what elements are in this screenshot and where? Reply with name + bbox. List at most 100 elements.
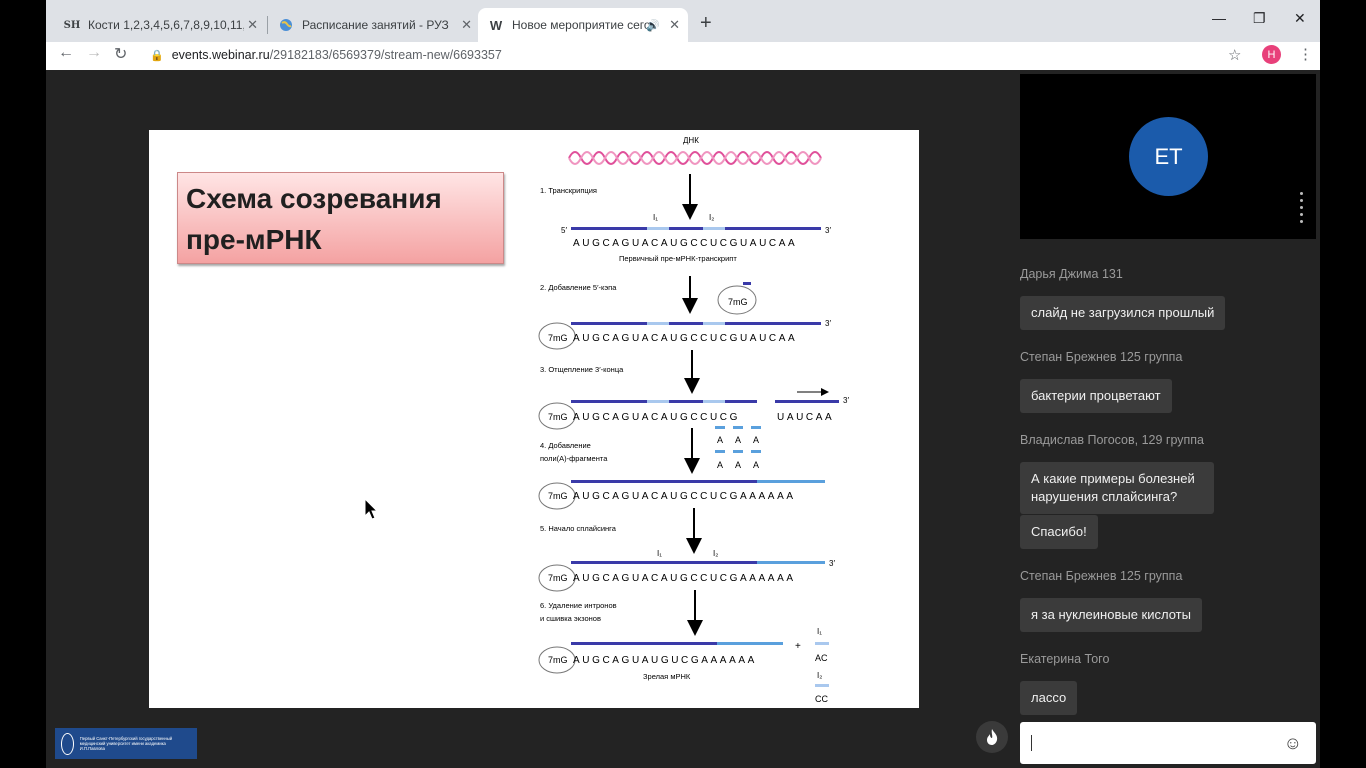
browser-window: SH Кости 1,2,3,4,5,6,7,8,9,10,11,12 се ✕… <box>46 0 1320 768</box>
intron2-label: I₂ <box>709 213 714 222</box>
dna-label: ДНК <box>683 136 699 145</box>
cap-label: 7mG <box>548 491 568 501</box>
lock-icon: 🔒 <box>150 49 164 62</box>
emoji-icon[interactable]: ☺ <box>1283 733 1302 753</box>
presentation-stage: Схема созревания пре-мРНК ДНК <box>46 70 1018 768</box>
rna-strand <box>571 480 757 483</box>
chat-input[interactable]: ☺ <box>1020 722 1316 764</box>
profile-avatar[interactable]: H <box>1262 45 1281 64</box>
forward-button[interactable]: → <box>86 44 102 61</box>
cleaved-tail-sequence: UAUCAA <box>777 412 834 423</box>
url-path: /29182183/6569379/stream-new/6693357 <box>269 48 502 62</box>
message-bubble: А какие примеры болезней нарушения сплай… <box>1020 462 1214 514</box>
step6-label-line2: и сшивка экзонов <box>540 614 601 623</box>
intron1-segment <box>647 400 669 403</box>
speaker-icon[interactable]: 🔊 <box>646 19 660 32</box>
cap-label: 7mG <box>548 333 568 343</box>
removed-intron1-bar <box>815 642 829 645</box>
text-caret <box>1031 735 1032 751</box>
step3-label: 3. Отщепление 3′-конца <box>540 365 624 374</box>
video-menu-icon[interactable] <box>1300 192 1304 227</box>
poly-a-letters: A A A A A A <box>717 435 759 470</box>
polyadenylated-sequence: AUGCAGUACAUGCCUCGAAAAAA <box>573 491 796 502</box>
back-button[interactable]: ← <box>58 44 74 61</box>
tab-bones[interactable]: SH Кости 1,2,3,4,5,6,7,8,9,10,11,12 се ✕ <box>54 8 266 42</box>
step4-label-line1: 4. Добавление <box>540 441 591 450</box>
cap-loop <box>538 482 576 510</box>
cap-loop <box>538 402 576 430</box>
tab-bar: SH Кости 1,2,3,4,5,6,7,8,9,10,11,12 се ✕… <box>46 0 1320 42</box>
message-bubble: Спасибо! <box>1020 515 1098 549</box>
reaction-button[interactable] <box>976 721 1008 753</box>
step4-label-line2: поли(А)-фрагмента <box>540 454 608 463</box>
cap-label: 7mG <box>548 412 568 422</box>
tab-webinar[interactable]: W Новое мероприятие сегодн 🔊 ✕ <box>478 8 688 42</box>
cap-label-free: 7mG <box>728 297 748 307</box>
intron1-label: I₁ <box>653 213 658 222</box>
removed-intron1-label: I₁ <box>817 627 822 636</box>
poly-a-bars <box>715 426 761 453</box>
reload-button[interactable]: ↻ <box>114 46 128 63</box>
cap-label: 7mG <box>548 655 568 665</box>
webinar-favicon-icon: W <box>489 17 503 33</box>
intron1-segment <box>647 227 669 230</box>
a-letter: A <box>717 435 723 445</box>
cap-loop <box>538 322 576 350</box>
close-icon[interactable]: ✕ <box>461 17 472 32</box>
url-host: events.webinar.ru <box>171 48 270 62</box>
message-author: Степан Брежнев 125 группа <box>1020 350 1183 364</box>
minimize-button[interactable]: — <box>1212 10 1226 26</box>
primary-sequence: AUGCAGUACAUGCCUCGUAUCAA <box>573 238 797 249</box>
bookmark-star-icon[interactable]: ☆ <box>1228 47 1242 64</box>
tab-title: Новое мероприятие сегодн <box>512 18 652 32</box>
removed-intron2-bar <box>815 684 829 687</box>
slide-title-line2: пре-мРНК <box>186 224 322 255</box>
a-letter: A <box>735 435 741 445</box>
intron1-label: I₁ <box>657 549 662 558</box>
sh-favicon-icon: SH <box>63 19 81 31</box>
removed-intron2-label: I₂ <box>817 671 822 680</box>
university-logo-text: Первый Санкт-Петербургский государственн… <box>79 736 173 751</box>
poly-a-tail <box>757 561 825 564</box>
a-letter: A <box>735 460 741 470</box>
maximize-button[interactable]: ❐ <box>1253 10 1266 26</box>
poly-a-tail <box>757 480 825 483</box>
three-prime-label: 3′ <box>825 319 831 328</box>
window-close-button[interactable]: ✕ <box>1294 10 1306 26</box>
tab-title: Кости 1,2,3,4,5,6,7,8,9,10,11,12 се <box>88 18 244 32</box>
cap-loop <box>538 564 576 592</box>
cap-bar <box>743 282 751 285</box>
mature-mrna-label: Зрелая мРНК <box>643 672 691 681</box>
process-arrows <box>682 174 703 636</box>
cleaved-tail-strand <box>775 400 839 403</box>
tab-title: Расписание занятий - РУЗ <box>302 18 449 32</box>
university-logo: Первый Санкт-Петербургский государственн… <box>55 728 197 759</box>
message-bubble: слайд не загрузился прошлый <box>1020 296 1226 330</box>
message-bubble: бактерии процветают <box>1020 379 1172 413</box>
mouse-cursor-icon <box>364 498 378 520</box>
cap-loop <box>717 285 757 315</box>
close-icon[interactable]: ✕ <box>247 17 258 32</box>
rna-strand <box>571 322 821 325</box>
three-prime-label: 3′ <box>829 559 835 568</box>
intron2-label: I₂ <box>713 549 718 558</box>
cut-sequence: AUGCAGUACAUGCCUCG <box>573 412 740 423</box>
intron2-segment <box>703 400 725 403</box>
browser-menu-icon[interactable]: ⋮ <box>1298 46 1313 63</box>
removed-intron1-sequence: AC <box>815 653 828 663</box>
pre-mrna-maturation-diagram: ДНК 1. Транскрипция <box>538 136 849 704</box>
university-emblem-icon <box>61 732 74 755</box>
address-bar[interactable]: 🔒 events.webinar.ru/29182183/6569379/str… <box>142 42 1252 68</box>
a-letter: A <box>753 460 759 470</box>
step1-label: 1. Транскрипция <box>540 186 597 195</box>
five-prime-label: 5′ <box>561 226 567 235</box>
poly-a-tail <box>717 642 783 645</box>
slide-title-box: Схема созревания пре-мРНК <box>177 172 504 264</box>
rna-strand <box>571 561 757 564</box>
a-letter: A <box>753 435 759 445</box>
close-icon[interactable]: ✕ <box>669 17 680 32</box>
tab-schedule[interactable]: Расписание занятий - РУЗ ✕ <box>268 8 480 42</box>
new-tab-button[interactable]: + <box>700 12 712 34</box>
dna-helix <box>568 151 822 165</box>
presenter-video: ET <box>1020 74 1316 239</box>
